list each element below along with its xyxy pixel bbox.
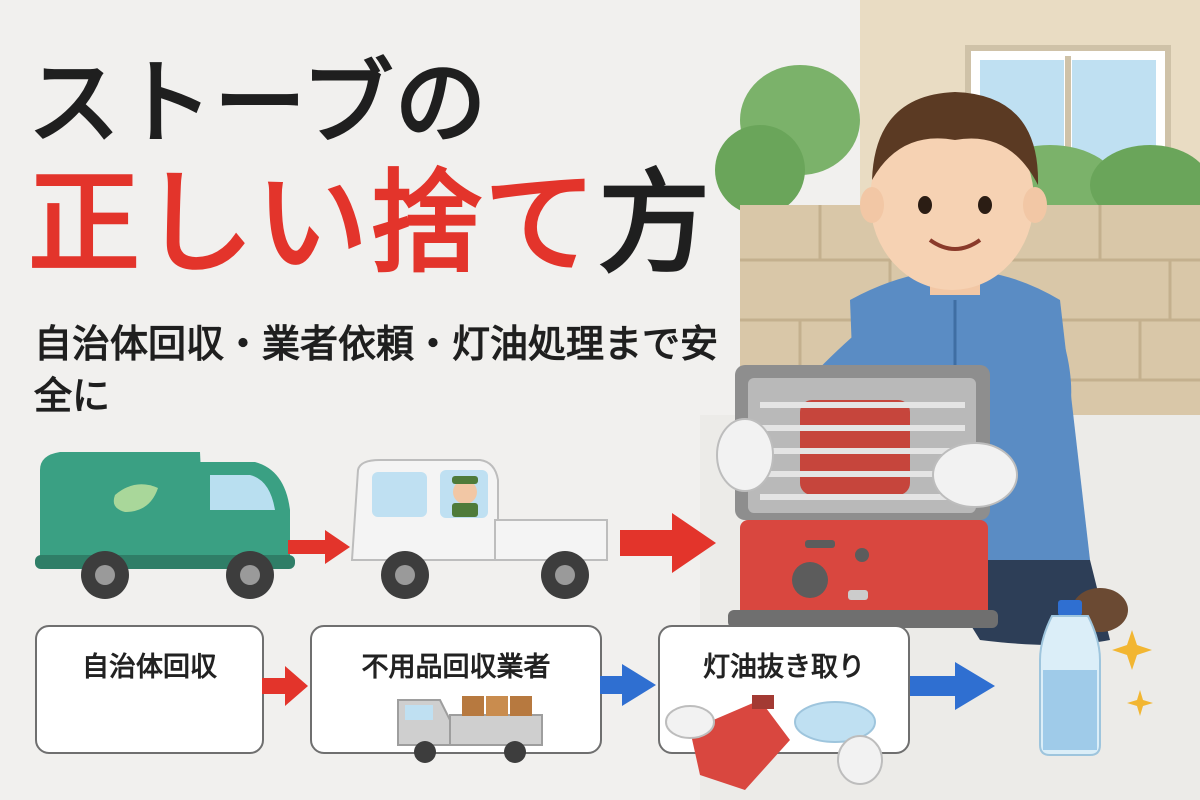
red-arrow-2 — [620, 513, 716, 573]
title-suffix: 方 — [598, 159, 712, 289]
blue-arrow-2 — [910, 662, 995, 710]
sparkles — [1112, 630, 1153, 716]
title-highlight: 正しい捨て — [28, 159, 598, 289]
garbage-truck — [35, 452, 295, 599]
title-line-2: 正しい捨て方 — [28, 168, 712, 280]
step-label: 灯油抜き取り — [703, 652, 865, 683]
kerosene-pour — [665, 695, 883, 790]
blue-arrow-1 — [600, 664, 656, 706]
kerosene-stove — [728, 365, 998, 628]
small-truck — [397, 696, 543, 763]
red-arrow-3 — [262, 666, 308, 706]
subtitle: 自治体回収・業者依頼・灯油処理まで安全に — [34, 322, 719, 419]
step-label: 自治体回収 — [82, 652, 217, 683]
step-label: 不用品回収業者 — [361, 652, 551, 683]
gloves — [716, 418, 1018, 508]
red-arrow-1 — [288, 530, 350, 564]
title-line-1: ストーブの — [28, 50, 488, 157]
plastic-bottle — [1039, 600, 1101, 756]
step-box-municipal: 自治体回収 — [35, 625, 264, 754]
kei-truck — [350, 459, 608, 599]
